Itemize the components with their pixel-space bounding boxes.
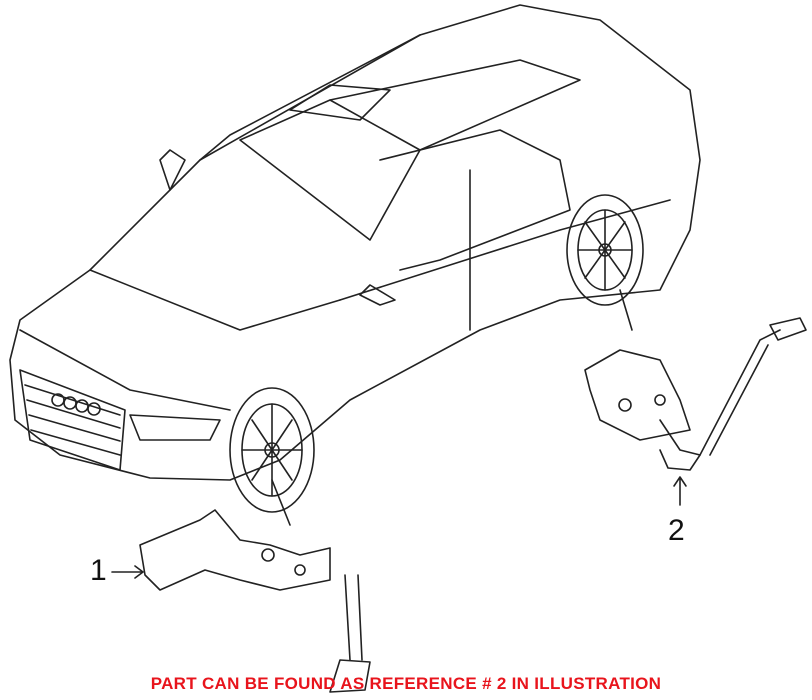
callout-2-arrow: [673, 476, 687, 506]
rear-level-sensor: [584, 317, 807, 471]
reference-note: PART CAN BE FOUND AS REFERENCE # 2 IN IL…: [150, 674, 662, 693]
callout-label-2: 2: [668, 514, 685, 547]
car-illustration: [9, 4, 701, 526]
callout-label-1: 1: [90, 554, 107, 587]
front-level-sensor: [139, 509, 371, 693]
callout-1-arrow: [111, 565, 144, 579]
